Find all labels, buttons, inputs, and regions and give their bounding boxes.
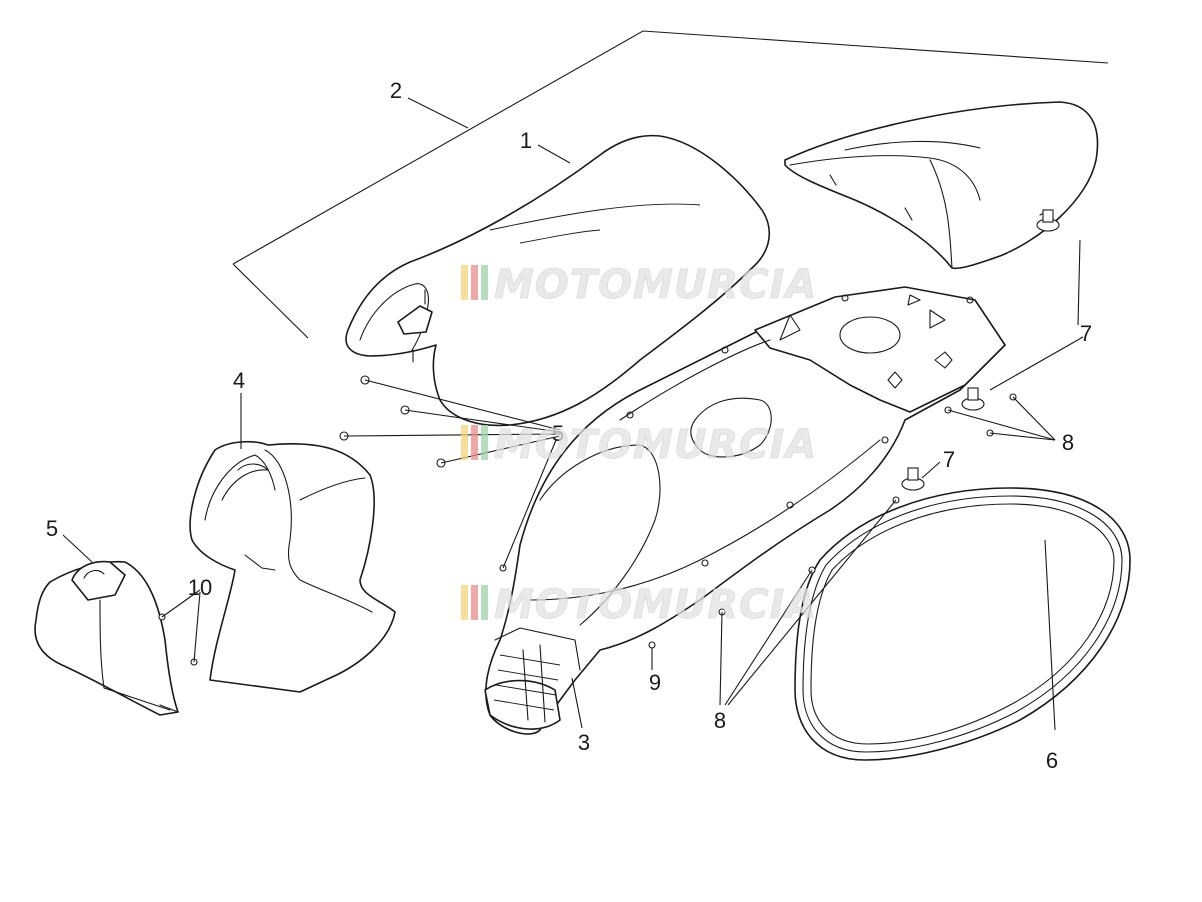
- seat-part-1: [345, 134, 770, 427]
- watermark-text-top: MOTOMURCIA: [494, 262, 817, 308]
- rubber-buffer-7b: [901, 467, 925, 491]
- rubber-buffer-top: [1036, 209, 1060, 232]
- seat-assembly-outline: [232, 30, 1109, 339]
- callout-10: 10: [188, 575, 212, 600]
- callout-1: 1: [520, 128, 532, 153]
- callout-6: 6: [1046, 748, 1058, 773]
- watermark-text-bottom: MOTOMURCIA: [494, 582, 817, 628]
- rear-body-part-3: [484, 286, 1006, 735]
- watermark-bottom: MOTOMURCIA: [461, 582, 817, 628]
- callout-8-bottom: 8: [714, 708, 726, 733]
- callout-3: 3: [578, 730, 590, 755]
- callout-8-right: 8: [1062, 430, 1074, 455]
- side-cover-part-4: [189, 440, 396, 693]
- callout-9: 9: [649, 670, 661, 695]
- callout-5: 5: [46, 516, 58, 541]
- watermark-top: MOTOMURCIA: [461, 262, 817, 308]
- watermark-middle: MOTOMURCIA: [461, 422, 817, 468]
- callout-labels: 1 2 3 4 5 5 6 7 7 8 8 9 10: [46, 78, 1092, 773]
- screws: [158, 375, 1017, 666]
- tail-cover-part-5: [34, 560, 179, 716]
- leader-lines: [62, 97, 1084, 731]
- rubber-buffer-7a: [961, 387, 985, 411]
- callout-4: 4: [233, 368, 245, 393]
- screw-item-9: [648, 641, 656, 649]
- callout-7-top: 7: [1080, 321, 1092, 346]
- callout-7-bottom: 7: [943, 447, 955, 472]
- callout-5-screws: 5: [552, 421, 564, 446]
- watermark-text-middle: MOTOMURCIA: [494, 422, 817, 468]
- seal-ring-part-6: [794, 487, 1131, 761]
- callout-2: 2: [390, 78, 402, 103]
- seat-cowl: [784, 101, 1099, 270]
